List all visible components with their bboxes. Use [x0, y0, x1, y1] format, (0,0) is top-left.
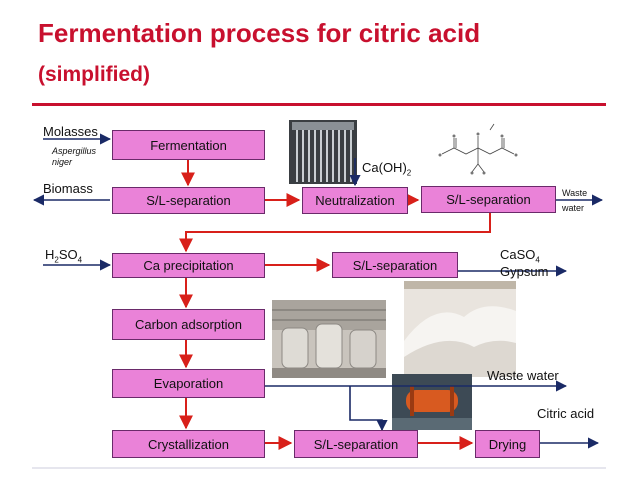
- aspergillus-label-line2: niger: [52, 157, 73, 167]
- ca-precipitation-box: Ca precipitation: [112, 253, 265, 278]
- caoh2-text: Ca(OH): [362, 160, 407, 175]
- h2so4-label: H2SO4: [45, 247, 82, 268]
- sl-separation-box-2: S/L-separation: [421, 186, 556, 213]
- gypsum-pile-photo: [404, 281, 516, 377]
- h2so4-h: H: [45, 247, 55, 262]
- rotary-dryer-photo: [392, 374, 472, 430]
- caoh2-subscript: 2: [406, 168, 412, 178]
- h2so4-sub2: 4: [77, 255, 83, 265]
- citric-acid-label: Citric acid: [537, 406, 595, 421]
- citric-acid-structure: [432, 120, 532, 180]
- h2so4-so: SO: [58, 247, 78, 262]
- gypsum-label: Gypsum: [500, 264, 549, 279]
- waste-water-small-line1: Waste: [562, 188, 588, 198]
- footer-divider: [32, 467, 606, 469]
- carbon-adsorption-box: Carbon adsorption: [112, 309, 265, 340]
- title-divider: [32, 103, 606, 106]
- evaporation-box: Evaporation: [112, 369, 265, 398]
- molasses-label: Molasses: [43, 124, 98, 139]
- crystallization-box: Crystallization: [112, 430, 265, 458]
- sl-separation-box-1: S/L-separation: [112, 187, 265, 214]
- waste-water-label: Waste water: [487, 368, 559, 383]
- caso4-label: CaSO4: [500, 247, 540, 268]
- waste-water-small-line2: water: [562, 203, 585, 213]
- slide-subtitle: (simplified): [38, 63, 151, 86]
- fermentation-box: Fermentation: [112, 130, 265, 160]
- drying-box: Drying: [475, 430, 540, 458]
- slide-title: Fermentation process for citric acid: [38, 18, 481, 48]
- neutralization-box: Neutralization: [302, 187, 408, 214]
- sl-separation-box-4: S/L-separation: [294, 430, 418, 458]
- caoh2-label: Ca(OH)2: [362, 160, 411, 181]
- plant-tanks-photo: [272, 300, 386, 378]
- fermenter-tank-photo: [289, 120, 357, 184]
- aspergillus-label-line1: Aspergillus: [52, 146, 97, 156]
- sl-separation-box-3: S/L-separation: [332, 252, 458, 278]
- h2so4-sub1: 2: [54, 255, 59, 265]
- caso4-text: CaSO: [500, 247, 536, 262]
- caso4-subscript: 4: [535, 255, 540, 265]
- biomass-label: Biomass: [43, 181, 93, 196]
